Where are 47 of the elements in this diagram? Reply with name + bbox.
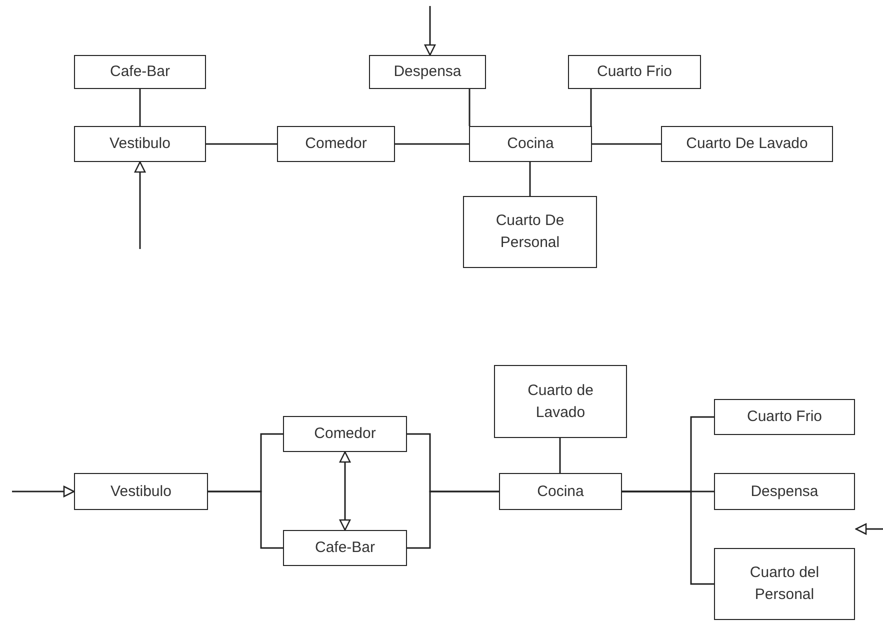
room-label: Comedor (305, 134, 367, 154)
arrow (339, 451, 351, 531)
room-label: Despensa (750, 482, 818, 502)
room-box (469, 126, 592, 162)
connector-line (407, 490, 499, 549)
room-box (369, 55, 486, 89)
room-box (283, 416, 407, 452)
room-box (714, 548, 855, 620)
room-box (74, 55, 206, 89)
room-box (74, 473, 208, 510)
room-box (277, 126, 395, 162)
room-box (499, 473, 622, 510)
connector-line (529, 162, 531, 196)
room-label: Cuarto De Personal (494, 211, 566, 253)
room-label: Cuarto De Lavado (686, 134, 808, 154)
connector-line (592, 143, 661, 145)
room-box (661, 126, 833, 162)
room-box (714, 473, 855, 510)
arrow (424, 6, 436, 56)
room-box (463, 196, 597, 268)
room-box (74, 126, 206, 162)
room-label: Comedor (314, 424, 376, 444)
arrow (134, 161, 146, 249)
room-label: Vestibulo (110, 134, 170, 154)
room-label: Cuarto Frio (746, 407, 822, 428)
connector-line (139, 89, 141, 126)
room-box (283, 530, 407, 566)
room-box (568, 55, 701, 89)
room-label: Cafe-Bar (314, 538, 376, 558)
room-label: Cocina (507, 134, 554, 154)
room-label: Cuarto del Personal (748, 563, 820, 605)
connector-line (559, 438, 561, 473)
arrow (12, 486, 75, 498)
room-box (494, 365, 627, 438)
room-label: Cocina (537, 482, 584, 502)
connector-line (206, 143, 277, 145)
room-label: Cuarto de Lavado (526, 380, 594, 422)
room-label: Cafe-Bar (110, 62, 170, 82)
connector-line (395, 143, 469, 145)
room-label: Vestibulo (110, 482, 172, 502)
room-label: Despensa (394, 62, 462, 82)
connector-line (590, 89, 592, 126)
connector-line (208, 490, 283, 549)
connector-line (468, 89, 470, 126)
room-label: Cuarto Frio (596, 62, 672, 82)
room-box (714, 399, 855, 435)
connector-line (622, 490, 714, 585)
